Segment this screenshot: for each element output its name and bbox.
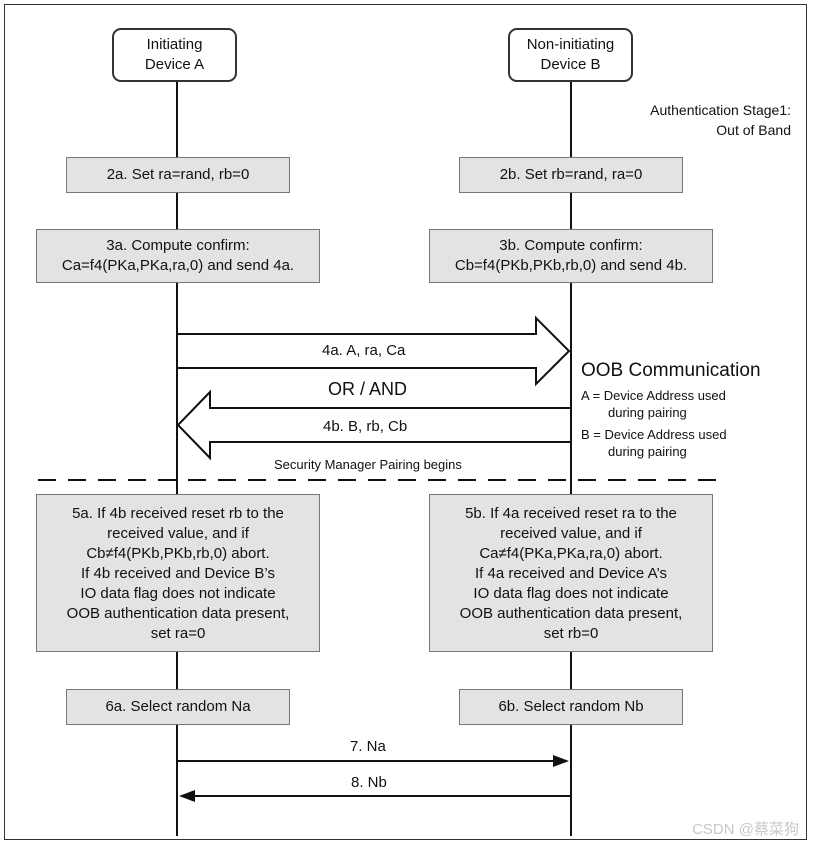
step-3a-box: 3a. Compute confirm: Ca=f4(PKa,PKa,ra,0)… [36,229,320,283]
step-6b-box: 6b. Select random Nb [459,689,683,725]
step-3b-box: 3b. Compute confirm: Cb=f4(PKb,PKb,rb,0)… [429,229,713,283]
step-5b-line: Ca≠f4(PKa,PKa,ra,0) abort. [479,545,663,562]
stage-note: Authentication Stage1: Out of Band [650,100,791,140]
arrow-8-head [179,790,195,802]
step-5b-line: set rb=0 [543,625,599,642]
step-3b-line: 3b. Compute confirm: [499,237,643,254]
step-5b-line: If 4a received and Device A’s [474,565,668,582]
step-5b-line: OOB authentication data present, [459,605,683,622]
step-5a-line: set ra=0 [150,625,206,642]
step-5b-line: 5b. If 4a received reset ra to the [465,505,677,522]
oob-title: OOB Communication [581,360,761,381]
step-5b-line: IO data flag does not indicate [473,585,669,602]
stage-note-line2: Out of Band [716,122,791,138]
step-5b-box: 5b. If 4a received reset ra to the recei… [429,494,713,652]
oob-b-line1: B = Device Address used [581,427,727,442]
step-2a-box: 2a. Set ra=rand, rb=0 [66,157,290,193]
step-2a-text: 2a. Set ra=rand, rb=0 [106,166,250,183]
step-5a-line: IO data flag does not indicate [80,585,276,602]
message-4a-label: 4a. A, ra, Ca [322,342,406,359]
diagram-frame [4,4,807,840]
arrow-4a [176,315,571,387]
pairing-begins-label: Security Manager Pairing begins [274,457,462,472]
arrow-7-head [553,755,569,767]
step-5a-line: If 4b received and Device B’s [81,565,275,582]
oob-b-line2: during pairing [608,444,687,459]
device-a-label-line1: Initiating [146,36,203,53]
step-3b-line: Cb=f4(PKb,PKb,rb,0) and send 4b. [454,257,688,274]
step-5a-line: Cb≠f4(PKb,PKb,rb,0) abort. [86,545,270,562]
device-b-box: Non-initiating Device B [508,28,633,82]
message-8-label: 8. Nb [351,774,387,791]
device-a-box: Initiating Device A [112,28,237,82]
message-7-label: 7. Na [350,738,386,755]
step-3a-line: 3a. Compute confirm: [106,237,250,254]
stage-note-line1: Authentication Stage1: [650,102,791,118]
step-6a-box: 6a. Select random Na [66,689,290,725]
device-a-label-line2: Device A [144,56,205,73]
or-and-label: OR / AND [328,379,408,399]
step-5a-box: 5a. If 4b received reset rb to the recei… [36,494,320,652]
device-b-label-line2: Device B [540,56,601,73]
device-b-label-line1: Non-initiating [526,36,615,53]
step-6a-text: 6a. Select random Na [105,698,251,715]
step-2b-text: 2b. Set rb=rand, ra=0 [499,166,643,183]
step-3a-line: Ca=f4(PKa,PKa,ra,0) and send 4a. [61,257,295,274]
step-5a-line: received value, and if [107,525,249,542]
step-5a-line: OOB authentication data present, [66,605,290,622]
message-4b-label: 4b. B, rb, Cb [323,418,408,435]
step-5b-line: received value, and if [500,525,642,542]
oob-a-line2: during pairing [608,405,687,420]
arrow-4b [176,389,572,461]
step-5a-line: 5a. If 4b received reset rb to the [72,505,284,522]
oob-a-line1: A = Device Address used [581,388,726,403]
watermark: CSDN @蔡菜狗 [692,821,799,838]
step-6b-text: 6b. Select random Nb [498,698,644,715]
step-2b-box: 2b. Set rb=rand, ra=0 [459,157,683,193]
